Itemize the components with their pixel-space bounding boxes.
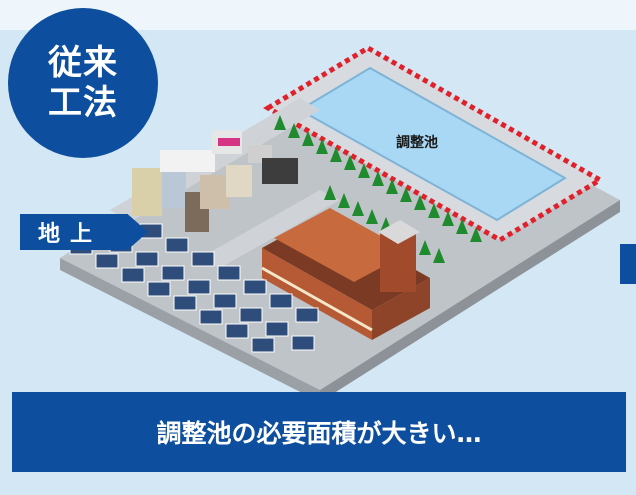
summary-text: 調整池の必要面積が大きい…: [156, 419, 482, 448]
pond-water: [298, 66, 567, 222]
tree-row: [274, 115, 482, 263]
pond-label: 調整池: [396, 135, 438, 151]
badge-line-2: 工法: [48, 83, 118, 123]
side-tab: [620, 244, 636, 284]
summary-banner: 調整池の必要面積が大きい…: [12, 392, 626, 472]
city-buildings: [132, 130, 298, 232]
conventional-method-badge: 従来 工法: [8, 8, 158, 158]
pond-boundary: [263, 45, 605, 243]
large-building: [261, 208, 430, 340]
house-grid: [69, 223, 319, 353]
badge-line-1: 従来: [48, 43, 118, 83]
ground-level-tag: 地上: [20, 214, 148, 250]
